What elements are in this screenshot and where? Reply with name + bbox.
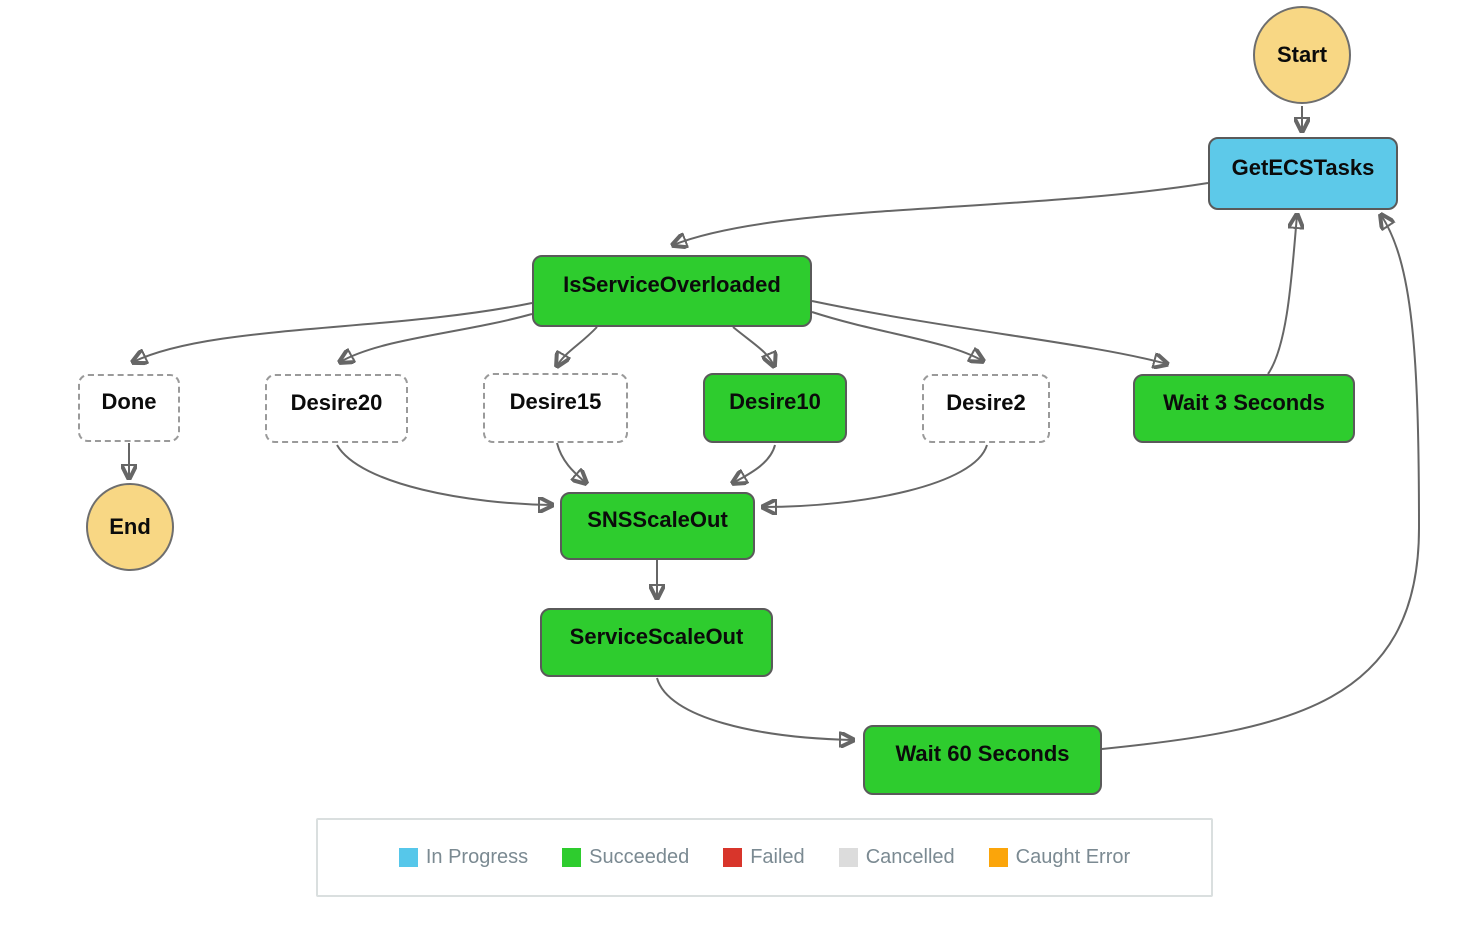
edge-desire10-to-sns xyxy=(733,444,776,483)
in-progress-swatch-icon xyxy=(398,848,418,867)
node-wait-60-seconds-label: Wait 60 Seconds xyxy=(895,741,1070,766)
legend-item-failed: Failed xyxy=(723,846,805,869)
node-start-label: Start xyxy=(1276,42,1328,67)
status-legend: In Progress Succeeded Failed Cancelled C… xyxy=(316,818,1213,897)
legend-item-cancelled: Cancelled xyxy=(838,846,955,869)
edge-wait3-to-getecstasks xyxy=(1267,215,1297,375)
legend-label-caught-error: Caught Error xyxy=(1015,846,1131,868)
node-desire20-label: Desire20 xyxy=(290,389,383,415)
succeeded-swatch-icon xyxy=(562,848,582,867)
edge-iso-to-desire10 xyxy=(732,326,774,366)
cancelled-swatch-icon xyxy=(838,848,858,867)
node-isserviceoverloaded[interactable]: IsServiceOverloaded xyxy=(532,255,812,327)
legend-label-in-progress: In Progress xyxy=(425,846,529,868)
edge-iso-to-desire2 xyxy=(811,311,983,361)
node-end[interactable]: End xyxy=(86,483,174,571)
node-end-label: End xyxy=(109,514,151,539)
node-desire15-label: Desire15 xyxy=(509,389,602,414)
node-done-label: Done xyxy=(101,389,157,414)
node-desire10-label: Desire10 xyxy=(729,389,821,414)
edge-iso-to-done xyxy=(133,302,533,362)
legend-label-cancelled: Cancelled xyxy=(865,846,955,868)
legend-label-succeeded: Succeeded xyxy=(589,846,690,868)
edge-desire15-to-sns xyxy=(556,442,586,483)
node-wait-3-seconds[interactable]: Wait 3 Seconds xyxy=(1133,374,1355,443)
legend-item-in-progress: In Progress xyxy=(398,846,529,869)
node-start[interactable]: Start xyxy=(1253,6,1351,104)
edge-desire2-to-sns xyxy=(763,444,988,507)
edge-iso-to-desire15 xyxy=(557,326,598,366)
edge-wait60-to-getecstasks xyxy=(1101,215,1421,750)
edge-getecstasks-to-isserviceoverloaded xyxy=(673,182,1209,245)
node-desire20[interactable]: Desire20 xyxy=(265,374,408,443)
edge-servicescaleout-to-wait60 xyxy=(656,677,853,740)
node-wait-60-seconds[interactable]: Wait 60 Seconds xyxy=(863,725,1102,795)
edge-iso-to-desire20 xyxy=(340,313,533,362)
node-getecstasks-label: GetECSTasks xyxy=(1231,154,1375,180)
caught-error-swatch-icon xyxy=(988,848,1008,867)
node-snsscaleout-label: SNSScaleOut xyxy=(587,507,728,532)
node-getecstasks[interactable]: GetECSTasks xyxy=(1208,137,1398,210)
legend-label-failed: Failed xyxy=(750,846,805,868)
node-servicescaleout-label: ServiceScaleOut xyxy=(569,623,744,649)
node-desire10[interactable]: Desire10 xyxy=(703,373,847,443)
node-done[interactable]: Done xyxy=(78,374,180,442)
node-isserviceoverloaded-label: IsServiceOverloaded xyxy=(563,272,781,297)
node-desire15[interactable]: Desire15 xyxy=(483,373,628,443)
node-desire2-label: Desire2 xyxy=(946,389,1026,415)
node-servicescaleout[interactable]: ServiceScaleOut xyxy=(540,608,773,677)
edge-iso-to-wait3 xyxy=(811,300,1167,364)
failed-swatch-icon xyxy=(723,848,743,867)
node-snsscaleout[interactable]: SNSScaleOut xyxy=(560,492,755,560)
legend-item-caught-error: Caught Error xyxy=(988,846,1131,869)
node-wait-3-seconds-label: Wait 3 Seconds xyxy=(1163,389,1325,415)
legend-item-succeeded: Succeeded xyxy=(562,846,689,869)
node-desire2[interactable]: Desire2 xyxy=(922,374,1050,443)
edge-desire20-to-sns xyxy=(336,444,552,505)
